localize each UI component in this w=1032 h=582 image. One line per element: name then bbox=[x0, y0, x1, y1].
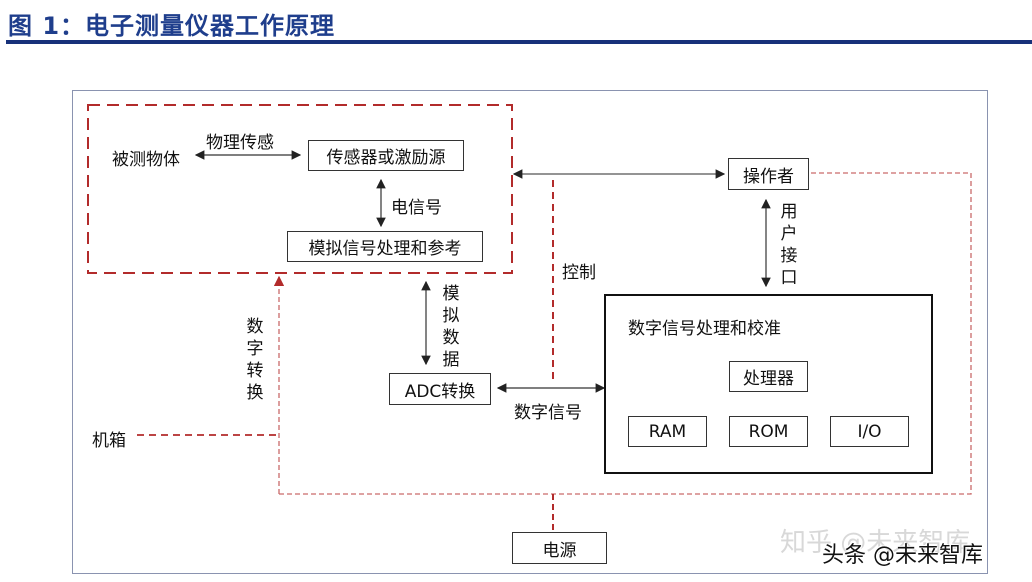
chassis-label: 机箱 bbox=[92, 431, 126, 451]
figure-title: 图 1：电子测量仪器工作原理 bbox=[8, 12, 336, 40]
ram-label: RAM bbox=[648, 421, 687, 442]
diagram-frame bbox=[72, 90, 988, 574]
rom-label: ROM bbox=[748, 421, 789, 442]
digital-signal-label: 数字信号 bbox=[514, 403, 582, 423]
adc-label: ADC转换 bbox=[404, 381, 476, 402]
io-box: I/O bbox=[830, 416, 909, 447]
analog-processing-box: 模拟信号处理和参考 bbox=[287, 231, 483, 262]
power-label: 电源 bbox=[542, 540, 577, 561]
processor-box: 处理器 bbox=[729, 361, 808, 392]
sensor-box: 传感器或激励源 bbox=[308, 140, 464, 171]
processor-label: 处理器 bbox=[743, 369, 794, 389]
analog-processing-label: 模拟信号处理和参考 bbox=[308, 239, 462, 259]
analog-data-label: 模拟数据 bbox=[442, 284, 460, 370]
operator-label: 操作者 bbox=[743, 166, 794, 187]
power-box: 电源 bbox=[512, 532, 607, 564]
electrical-signal-label: 电信号 bbox=[391, 198, 442, 218]
digital-conversion-label: 数字转换 bbox=[246, 317, 264, 403]
control-label: 控制 bbox=[562, 263, 596, 283]
chassis-loop bbox=[279, 167, 972, 495]
measured-object-label: 被测物体 bbox=[112, 150, 180, 170]
operator-box: 操作者 bbox=[728, 158, 809, 190]
adc-box: ADC转换 bbox=[389, 373, 491, 405]
watermark-zhihu: 知乎 @未来智库 bbox=[780, 528, 971, 558]
dsp-label: 数字信号处理和校准 bbox=[628, 319, 781, 339]
watermark-toutiao: 头条 @未来智库 bbox=[822, 543, 983, 568]
ram-box: RAM bbox=[628, 416, 707, 447]
user-interface-label: 用户接口 bbox=[780, 202, 798, 288]
analog-frontend-boundary bbox=[87, 104, 513, 274]
io-label: I/O bbox=[857, 421, 882, 442]
physical-sensing-label: 物理传感 bbox=[206, 133, 274, 153]
rom-box: ROM bbox=[729, 416, 808, 447]
title-divider bbox=[6, 40, 1032, 44]
sensor-label: 传感器或激励源 bbox=[326, 148, 446, 168]
